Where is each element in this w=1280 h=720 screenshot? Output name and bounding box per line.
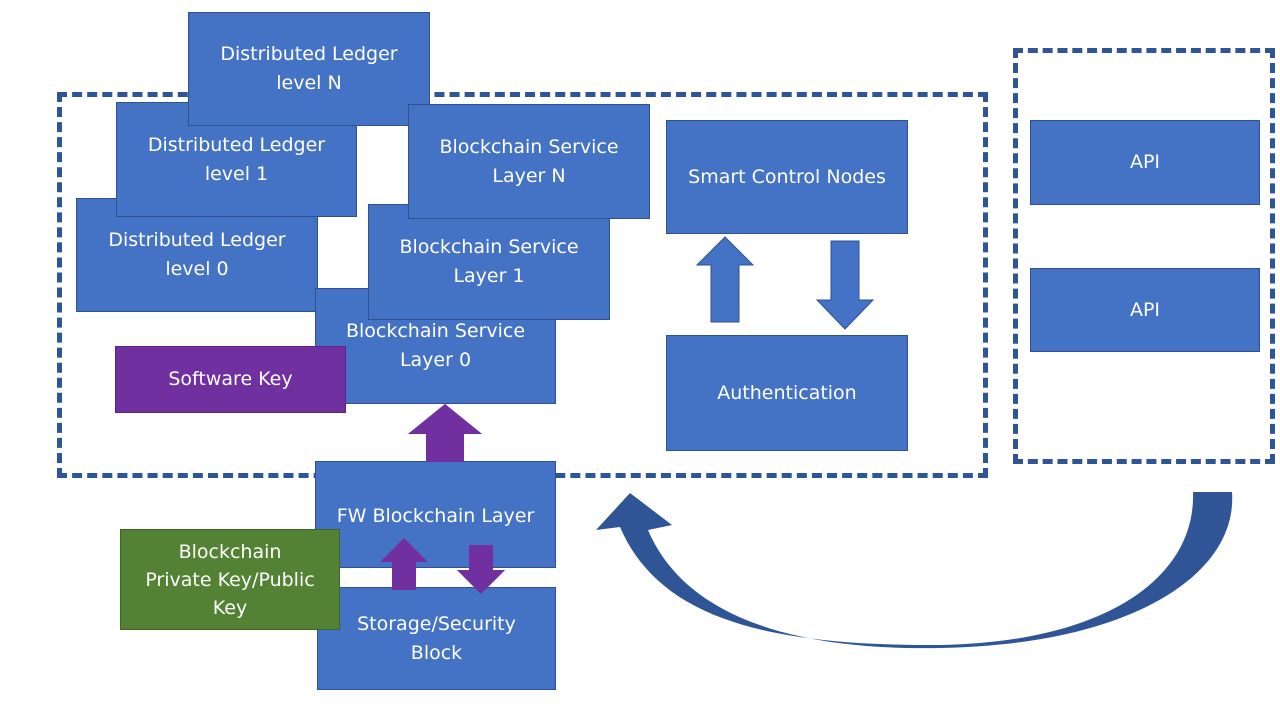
storage-security-block: Storage/Security Block	[317, 587, 556, 690]
box-label: Blockchain Service Layer N	[439, 135, 619, 187]
box-label: API	[1129, 298, 1161, 321]
distributed-ledger-level-n: Distributed Ledger level N	[188, 12, 430, 126]
blockchain-private-public-key: Blockchain Private Key/Public Key	[120, 529, 340, 630]
api-frame	[1013, 48, 1275, 464]
api-box-bottom: API	[1030, 268, 1260, 352]
box-label: Distributed Ledger level 1	[147, 133, 326, 185]
box-label: API	[1129, 151, 1161, 173]
box-label: Smart Control Nodes	[688, 165, 886, 188]
box-label: Distributed Ledger level 0	[108, 229, 286, 280]
box-label: Blockchain Service Layer 1	[399, 236, 579, 287]
api-box-top: API	[1030, 120, 1260, 205]
blockchain-service-layer-0: Blockchain Service Layer 0	[315, 288, 556, 404]
box-label: Authentication	[717, 381, 857, 404]
authentication: Authentication	[666, 335, 908, 451]
box-label: Storage/Security Block	[357, 612, 516, 664]
blockchain-service-layer-n: Blockchain Service Layer N	[408, 104, 650, 219]
box-label: Software Key	[168, 368, 293, 390]
software-key: Software Key	[115, 346, 346, 413]
box-label: Blockchain Private Key/Public Key	[145, 540, 315, 619]
curved-return-arrow	[596, 492, 1233, 649]
box-label: Blockchain Service Layer 0	[345, 320, 526, 371]
box-label: Distributed Ledger level N	[220, 43, 398, 94]
distributed-ledger-level-0: Distributed Ledger level 0	[76, 198, 318, 312]
fw-blockchain-layer: FW Blockchain Layer	[315, 461, 556, 568]
blockchain-service-layer-1: Blockchain Service Layer 1	[368, 204, 610, 320]
box-label: FW Blockchain Layer	[336, 505, 535, 527]
smart-control-nodes: Smart Control Nodes	[666, 120, 908, 234]
